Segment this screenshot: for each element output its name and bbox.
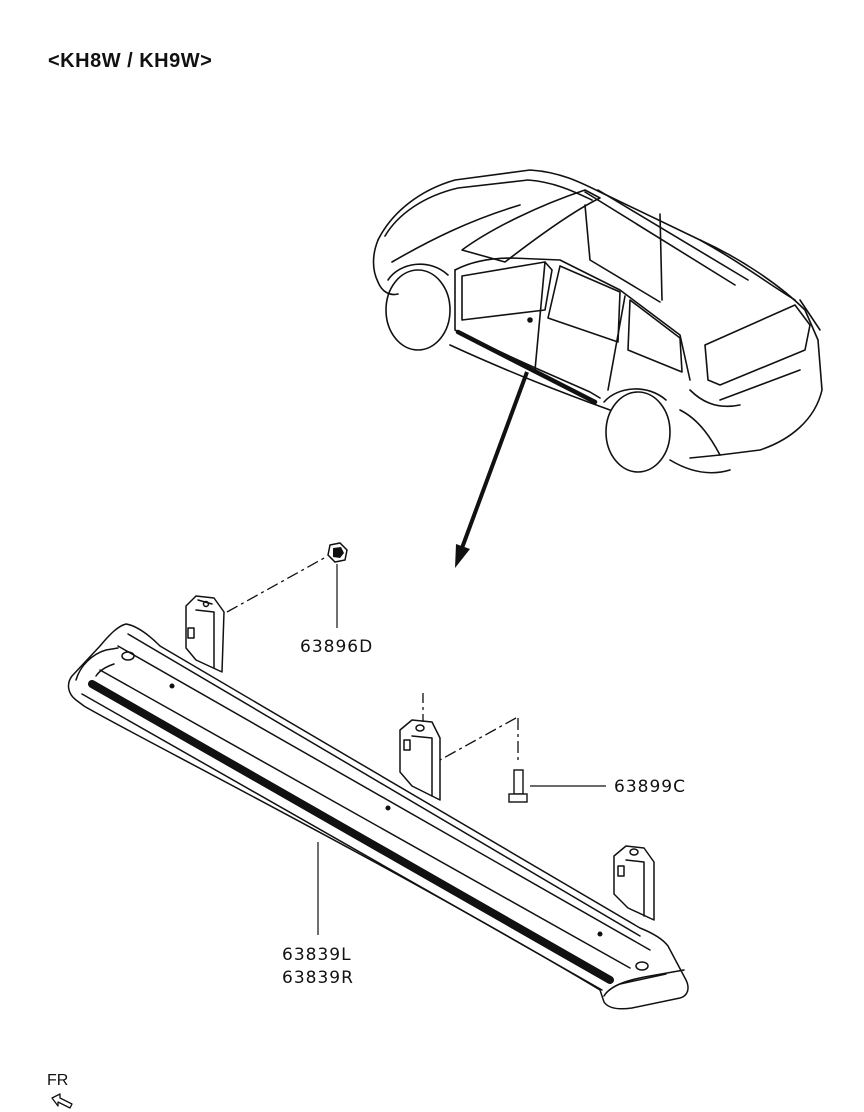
nut-63896D <box>226 542 348 628</box>
location-arrow <box>455 371 529 568</box>
side-step-assembly <box>67 595 689 1010</box>
diagram-title: <KH8W / KH9W> <box>48 50 213 72</box>
bolt-63899C <box>422 693 606 803</box>
part-label-step-right: 63839R <box>282 968 354 988</box>
front-direction-label: FR <box>47 1072 69 1089</box>
part-label-nut: 63896D <box>300 637 374 657</box>
front-direction-arrow-icon <box>51 1093 73 1109</box>
vehicle-illustration <box>372 169 823 474</box>
part-label-step-left: 63839L <box>282 945 352 965</box>
part-label-bolt: 63899C <box>614 777 686 797</box>
